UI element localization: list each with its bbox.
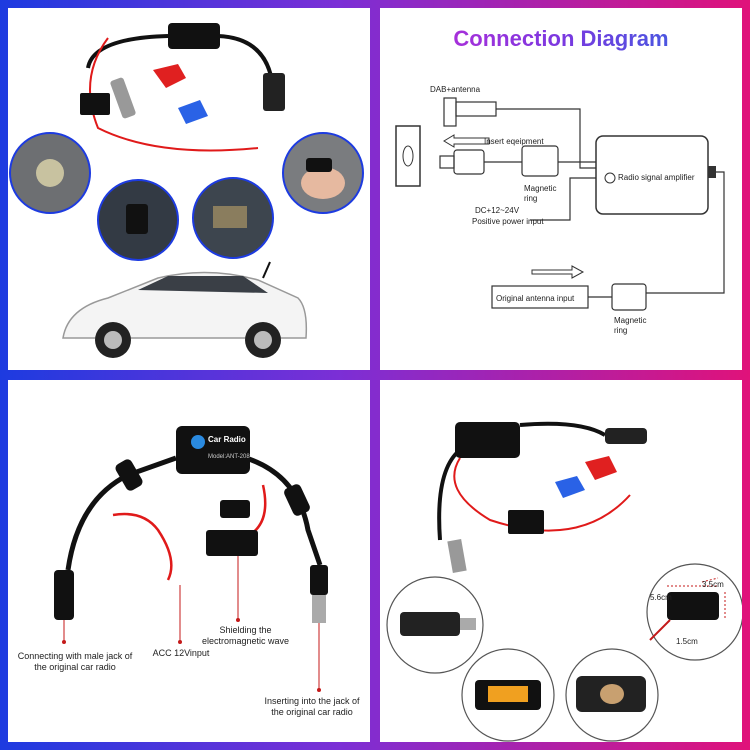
radio-slot [395, 125, 421, 187]
fuse-holder [508, 510, 544, 534]
product-details-panel: 5.6cm 3.5cm 1.5cm [380, 380, 742, 742]
blue-connector [555, 476, 585, 498]
amplifier-device [455, 422, 520, 458]
amplifier-label: Radio signal amplifier [618, 173, 695, 182]
amplifier-box [168, 23, 220, 49]
magnetic-ring-2-label: Magnetic [614, 316, 646, 325]
red-wire [453, 457, 631, 532]
blue-connector [178, 100, 208, 124]
device-label-main: Car Radio [208, 435, 246, 444]
original-antenna-label: Original antenna input [496, 294, 575, 303]
magnetic-ring-2-label-b: ring [614, 326, 627, 335]
insert-equipment-label: Insert eqeipment [484, 137, 544, 146]
magnetic-ring-1-label-b: ring [524, 194, 537, 203]
female-jack [54, 570, 74, 620]
magnetic-ring-2 [611, 283, 647, 311]
dab-antenna-label: DAB+antenna [430, 85, 481, 94]
dimension-height: 1.5cm [676, 637, 698, 646]
red-connector [585, 456, 617, 480]
caption-shielding: Shielding the electromagnetic wave [201, 625, 290, 646]
positive-power-label: Positive power input [472, 217, 544, 226]
ferrite-ring-right [284, 484, 310, 516]
caption-male-jack: Connecting with male jack of the origina… [17, 651, 133, 672]
red-power-wire [112, 512, 173, 581]
product-photos-panel [8, 8, 370, 370]
dimension-depth: 3.5cm [702, 580, 724, 589]
male-plug [312, 595, 326, 623]
female-jack [263, 73, 285, 111]
female-jack [605, 428, 647, 444]
magnetic-ring-1-label: Magnetic [524, 184, 556, 193]
fuse-holder [206, 530, 258, 556]
male-plug [447, 539, 467, 573]
device-label-model: Model:ANT-208 [208, 454, 250, 460]
original-antenna-input-box [491, 285, 589, 309]
product-annotation-illustration: Car Radio Model:ANT-208 [54, 426, 328, 692]
product-details-illustration: 5.6cm 3.5cm 1.5cm [386, 421, 742, 742]
white-car-illustration [62, 261, 308, 358]
product-annotation-panel: Car Radio Model:ANT-208 Connecting with … [8, 380, 370, 742]
connection-diagram: DAB+antenna Insert eqeipment Magnetic ri… [395, 85, 725, 335]
fuse-holder [80, 93, 110, 115]
amplifier-device [176, 426, 250, 474]
male-plug [110, 77, 136, 119]
red-connector [153, 64, 186, 88]
dimension-width: 5.6cm [650, 593, 672, 602]
caption-acc-input: ACC 12Vinput [152, 648, 210, 658]
male-plug-drawing [439, 155, 455, 169]
red-wire [89, 37, 259, 152]
ferrite-ring-left [115, 459, 143, 491]
connection-diagram-panel: Connection Diagram DAB+antenna Insert eq… [380, 8, 742, 370]
diagram-title: Connection Diagram [380, 26, 742, 52]
power-voltage-label: DC+12~24V [475, 206, 520, 215]
caption-insert-jack: Inserting into the jack of the original … [264, 696, 360, 717]
dab-connector [443, 97, 457, 127]
product-photos-illustration [9, 23, 364, 358]
magnetic-ring-1 [521, 145, 559, 177]
